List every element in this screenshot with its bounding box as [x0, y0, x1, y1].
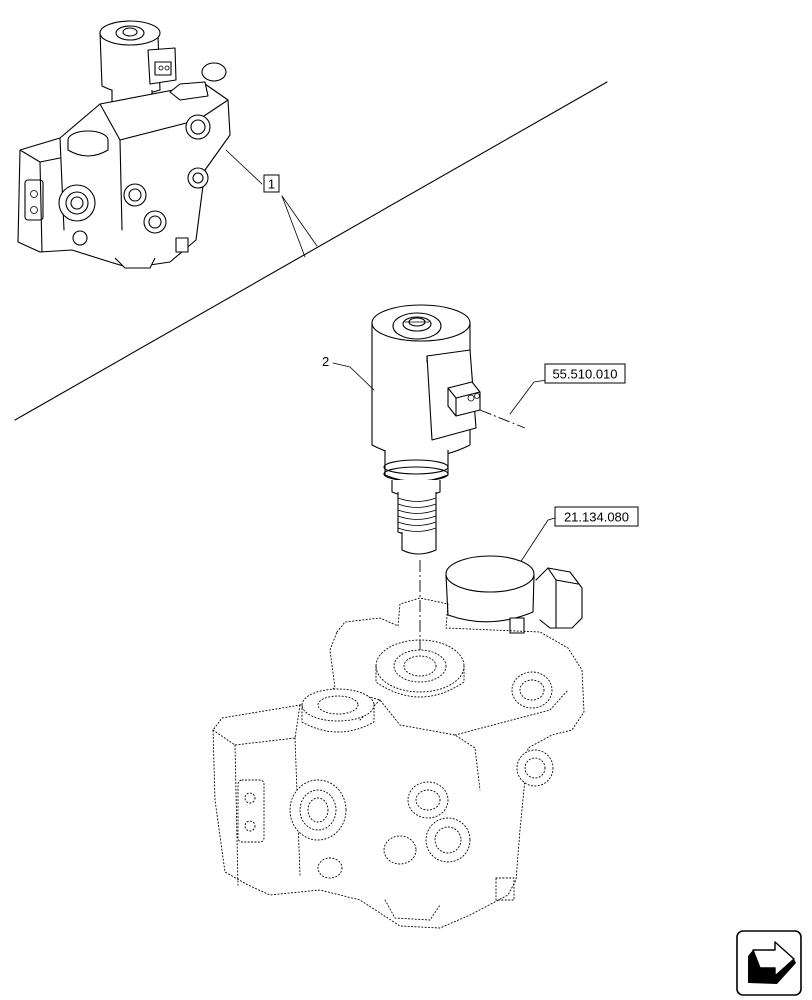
- svg-text:2: 2: [322, 354, 329, 369]
- inset-divider-line: [14, 81, 608, 421]
- callout-valve-body-ref[interactable]: 21.134.080: [517, 506, 639, 567]
- svg-text:21.134.080: 21.134.080: [564, 510, 629, 525]
- previous-page-arrow-icon[interactable]: [736, 930, 802, 996]
- svg-text:1: 1: [268, 177, 275, 192]
- svg-text:55.510.010: 55.510.010: [552, 367, 617, 382]
- callout-1-leaders: [225, 149, 318, 258]
- callout-assembly-ref[interactable]: 1: [263, 174, 280, 193]
- solenoid-cartridge: [371, 304, 481, 555]
- inset-valve-assembly: [14, 20, 608, 421]
- callout-solenoid-item[interactable]: 2: [322, 354, 375, 391]
- callout-electrical-ref[interactable]: 55.510.010: [479, 363, 626, 429]
- valve-body: [212, 555, 585, 929]
